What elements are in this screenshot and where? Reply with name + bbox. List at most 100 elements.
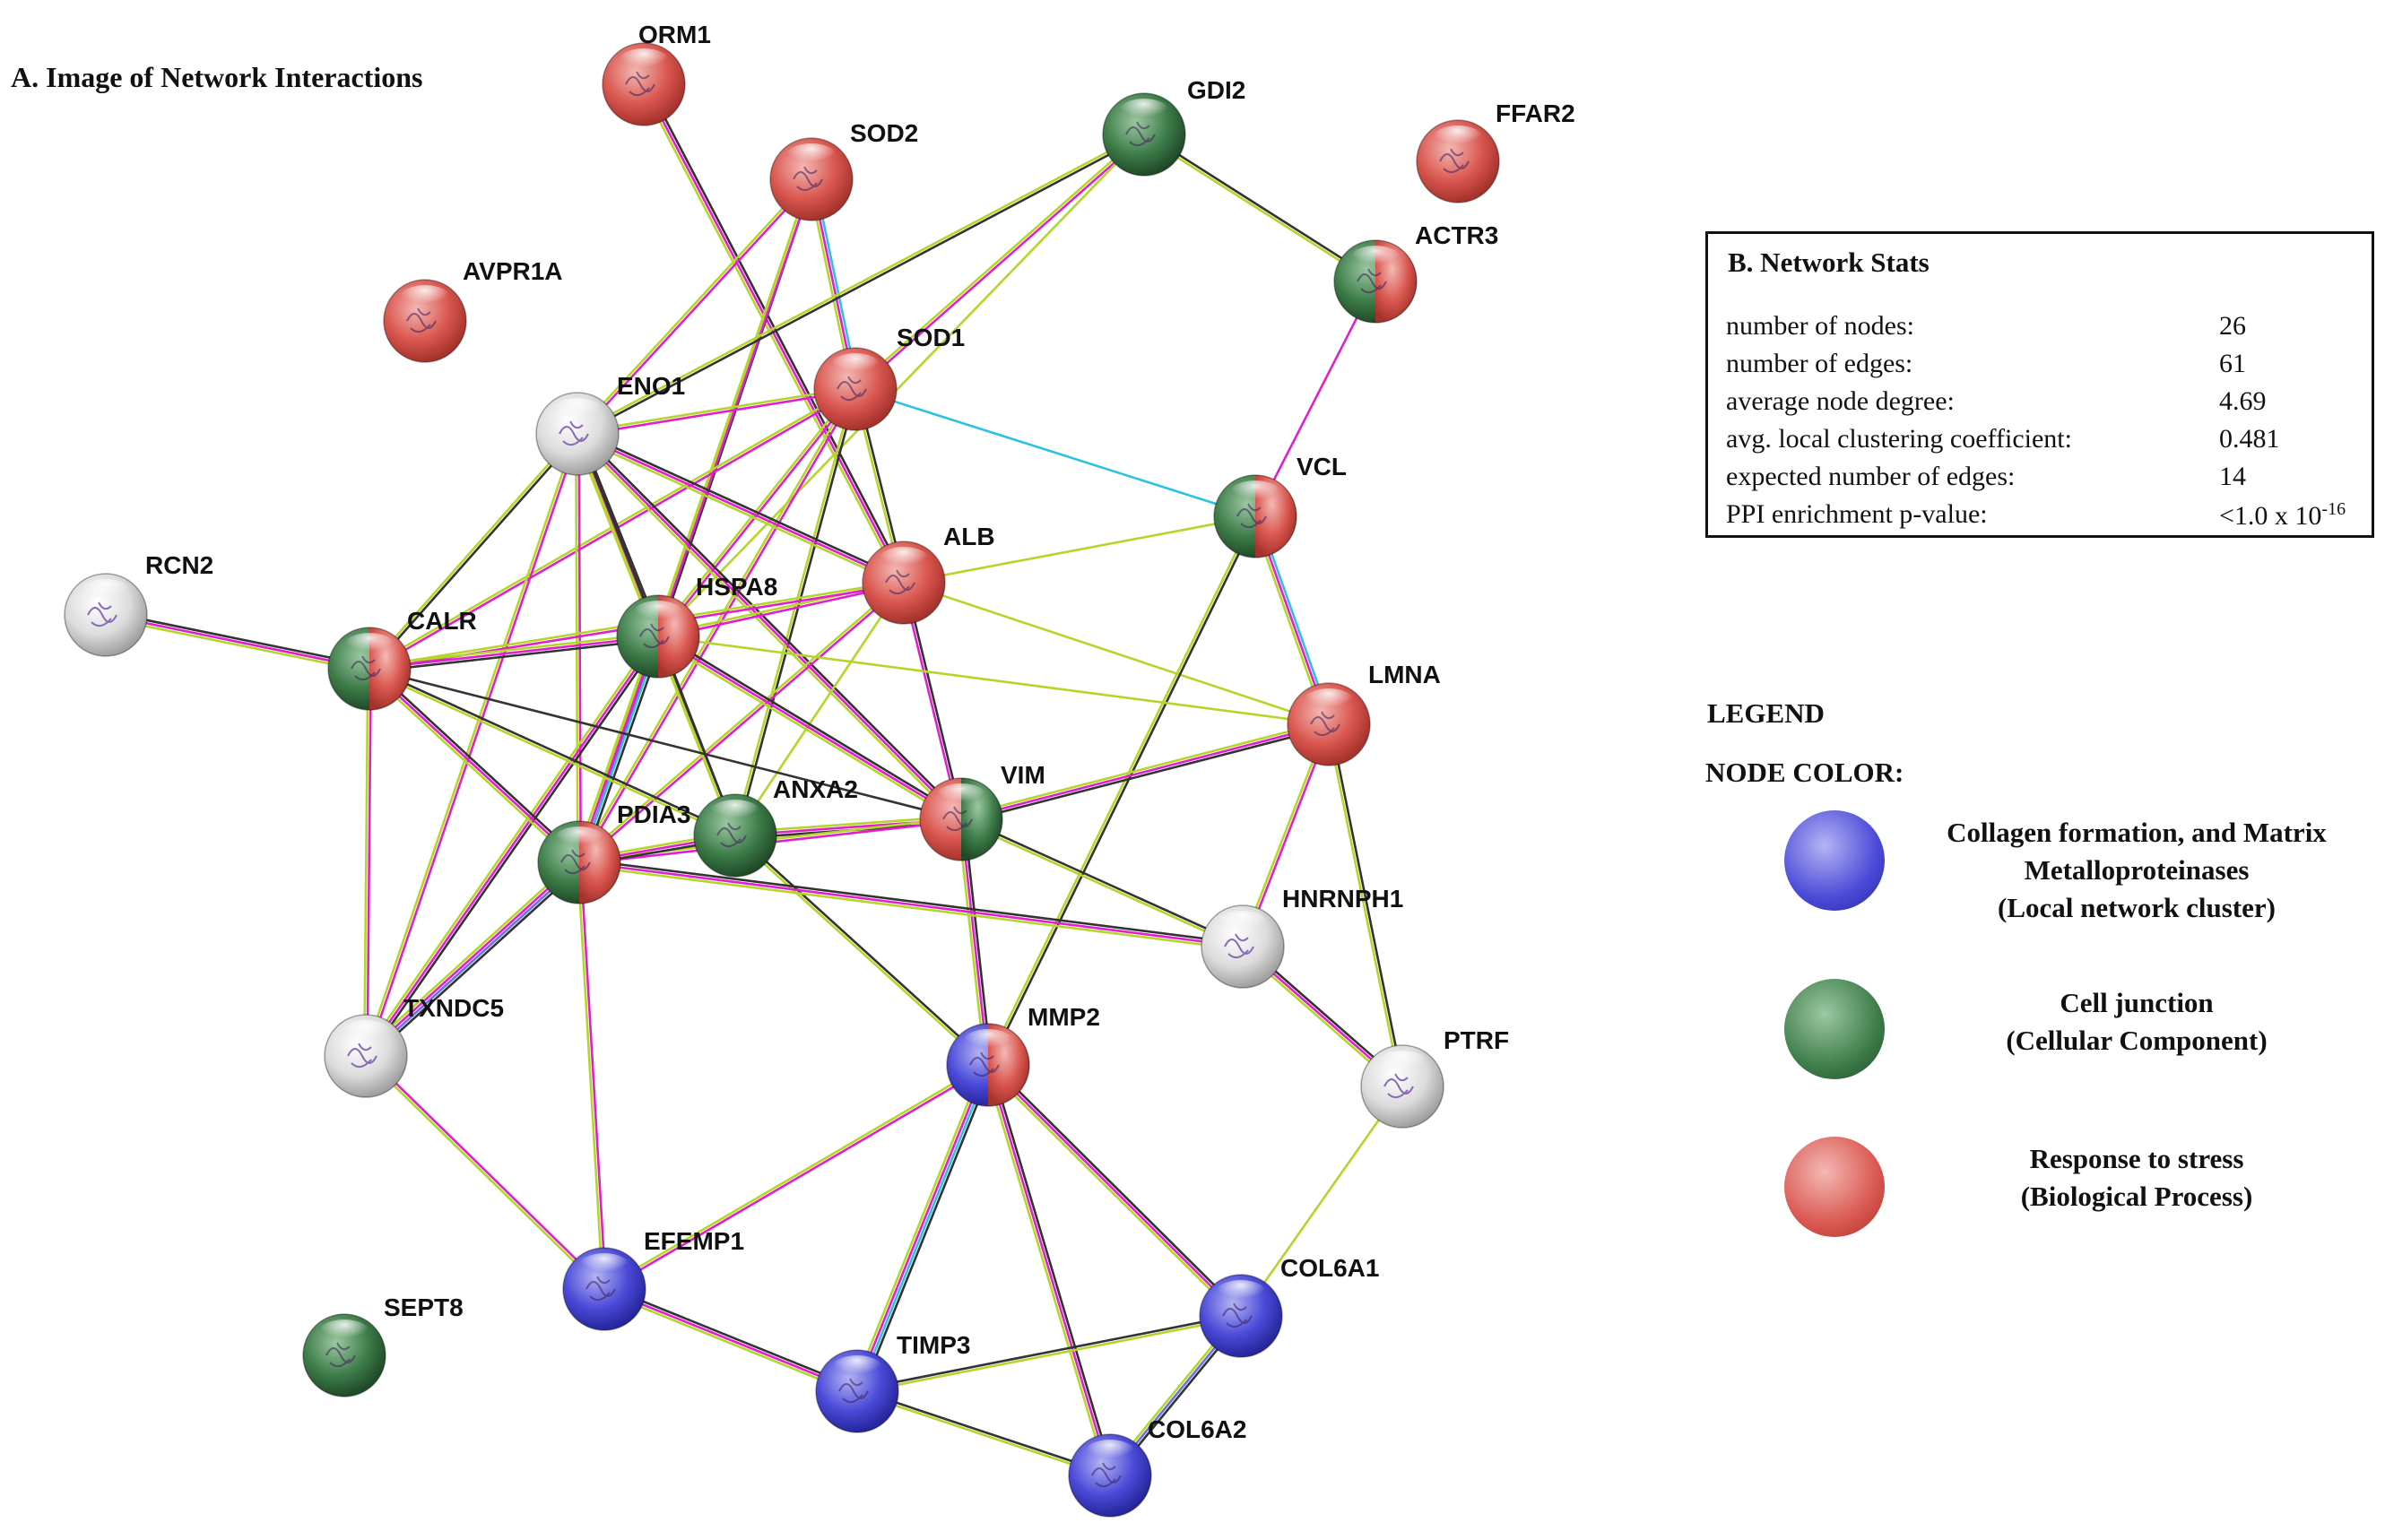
node-label: AVPR1A: [463, 257, 563, 285]
stats-row: expected number of edges: 14: [1726, 462, 2354, 499]
edge-line: [854, 1063, 988, 1391]
node-anxa2[interactable]: ANXA2: [693, 775, 858, 878]
node-actr3[interactable]: ACTR3: [1333, 221, 1498, 324]
edge-pdia3-hnrnph1: [578, 858, 1244, 951]
edge-line: [988, 516, 1258, 1067]
node-rcn2[interactable]: RCN2: [64, 551, 213, 657]
edge-lmna-vim: [959, 720, 1331, 824]
node-ffar2[interactable]: FFAR2: [1416, 99, 1575, 203]
edge-line: [990, 1063, 1114, 1475]
node-outline: [383, 279, 467, 363]
node-sod2[interactable]: SOD2: [769, 119, 918, 221]
node-label: HNRNPH1: [1282, 885, 1403, 913]
node-orm1[interactable]: ORM1: [602, 21, 711, 126]
edge-line: [577, 134, 1146, 437]
node-shine: [709, 799, 761, 826]
node-txndc5[interactable]: TXNDC5: [324, 994, 504, 1098]
stats-value: 0.481: [2219, 424, 2280, 454]
edge-line: [1142, 134, 1375, 284]
node-gdi2[interactable]: GDI2: [1102, 76, 1245, 177]
edge-line: [657, 635, 1330, 726]
edge-sod1-eno1: [577, 386, 856, 437]
legend-item-blue: Collagen formation, and Matrix Metallopr…: [1784, 810, 2385, 927]
edge-line: [370, 665, 583, 861]
node-label: HSPA8: [696, 573, 777, 601]
edge-line: [854, 132, 1144, 389]
node-lmna[interactable]: LMNA: [1287, 661, 1441, 766]
edge-line: [986, 1064, 1112, 1476]
edge-line: [369, 667, 962, 821]
node-shine: [1349, 245, 1401, 273]
node-outline: [1213, 474, 1297, 558]
node-col6a1[interactable]: COL6A1: [1199, 1254, 1379, 1358]
edge-gdi2-sod1: [854, 132, 1146, 392]
node-pdia3[interactable]: PDIA3: [537, 800, 690, 904]
edge-line: [658, 583, 905, 639]
legend-line: (Cellular Component): [2006, 1025, 2268, 1056]
edge-sod1-anxa2: [733, 388, 858, 836]
node-label: ACTR3: [1415, 221, 1498, 249]
node-alb[interactable]: ALB: [862, 523, 995, 625]
edge-calr-pdia3: [366, 665, 583, 866]
node-outline: [813, 347, 898, 431]
node-efemp1[interactable]: EFEMP1: [562, 1227, 744, 1331]
node-shine: [553, 826, 605, 853]
edge-line: [364, 636, 660, 1057]
edge-line: [361, 858, 577, 1054]
edge-line: [368, 669, 735, 838]
node-outline: [862, 541, 946, 625]
node-outline: [1102, 92, 1186, 177]
legend-subheading: NODE COLOR:: [1705, 757, 1904, 788]
node-sod1[interactable]: SOD1: [813, 324, 965, 431]
legend-swatch-blue: [1784, 810, 1885, 911]
node-label: ENO1: [617, 372, 685, 400]
node-shine: [829, 352, 881, 380]
node-vcl[interactable]: VCL: [1213, 453, 1347, 558]
edge-alb-lmna: [903, 581, 1330, 726]
edge-sod1-vcl: [854, 387, 1256, 518]
edge-line: [1144, 132, 1377, 281]
panel-a-title: A. Image of Network Interactions: [11, 61, 423, 93]
node-eno1[interactable]: ENO1: [535, 372, 685, 476]
node-shine: [1215, 1279, 1267, 1307]
stats-row: avg. local clustering coefficient: 0.481: [1726, 424, 2354, 462]
edge-line: [367, 432, 577, 669]
node-shine: [618, 48, 670, 75]
edge-pdia3-efemp1: [577, 861, 607, 1290]
node-outline: [1199, 1274, 1283, 1358]
node-outline: [327, 627, 412, 711]
node-vim[interactable]: VIM: [919, 761, 1045, 861]
edge-line: [1253, 281, 1377, 517]
node-outline: [64, 573, 148, 657]
node-ptrf[interactable]: PTRF: [1360, 1026, 1509, 1129]
edge-line: [856, 1313, 1241, 1391]
node-timp3[interactable]: TIMP3: [815, 1331, 970, 1433]
edge-line: [362, 634, 657, 1055]
edge-line: [645, 82, 908, 583]
node-hnrnph1[interactable]: HNRNPH1: [1201, 885, 1403, 989]
edge-eno1-vim: [574, 430, 965, 823]
node-avpr1a[interactable]: AVPR1A: [383, 257, 563, 363]
node-mmp2[interactable]: MMP2: [946, 1003, 1100, 1107]
node-outline: [1201, 904, 1285, 989]
edge-pdia3-txndc5: [361, 858, 584, 1060]
edge-eno1-txndc5: [363, 433, 580, 1057]
legend-line: Metalloproteinases: [2024, 854, 2250, 886]
edge-line: [960, 722, 1330, 821]
stats-row: PPI enrichment p-value: <1.0 x 10-16: [1726, 499, 2354, 537]
edge-line: [577, 429, 906, 582]
node-shine: [578, 1252, 630, 1280]
node-hspa8[interactable]: HSPA8: [616, 573, 777, 679]
edge-line: [733, 582, 906, 836]
node-outline: [1416, 119, 1500, 203]
edge-line: [854, 387, 1256, 518]
node-col6a2[interactable]: COL6A2: [1068, 1415, 1246, 1518]
node-calr[interactable]: CALR: [327, 607, 477, 711]
edge-eno1-calr: [367, 432, 580, 671]
node-shine: [1084, 1439, 1136, 1466]
edge-mmp2-col6a1: [984, 1061, 1245, 1319]
node-shine: [318, 1319, 370, 1346]
node-sept8[interactable]: SEPT8: [302, 1293, 464, 1397]
edge-timp3-col6a1: [856, 1313, 1242, 1394]
